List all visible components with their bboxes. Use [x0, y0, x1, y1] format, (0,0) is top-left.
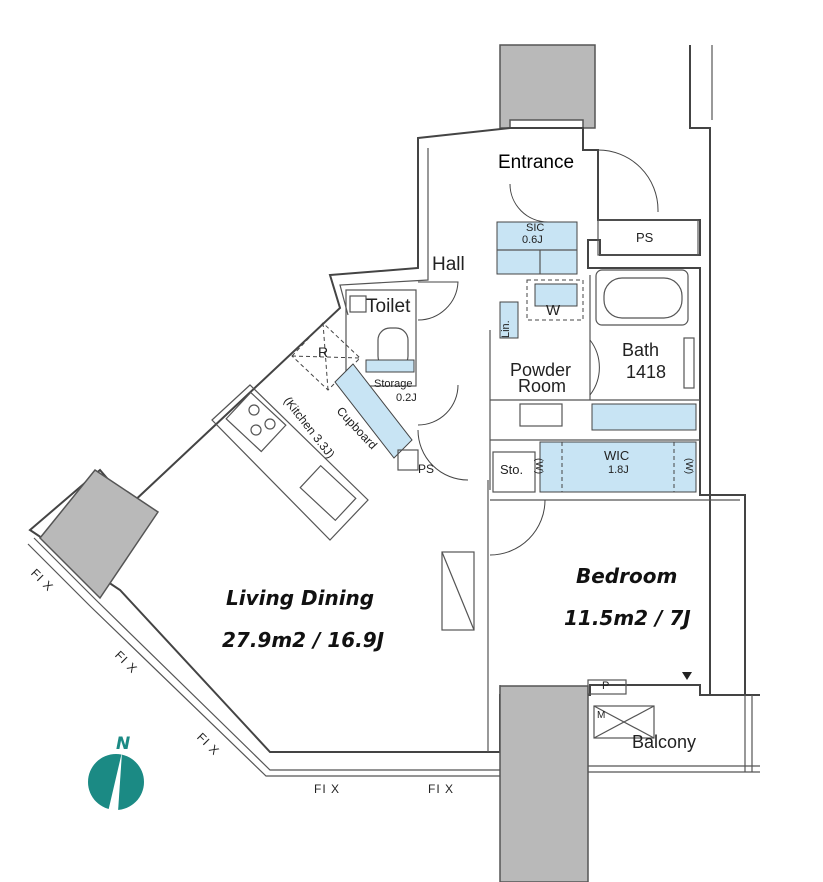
- label-washer: W: [546, 302, 561, 319]
- label-bath-size: 1418: [626, 362, 667, 382]
- kitchen-counter: [211, 384, 369, 541]
- label-fix-2: FI X: [112, 648, 141, 677]
- bath-shelf: [591, 403, 697, 431]
- label-wic-w-left: (W): [533, 458, 544, 475]
- ps-top-box: [597, 219, 699, 256]
- pillar-left: [38, 468, 160, 600]
- label-balcony: Balcony: [632, 732, 697, 752]
- label-fix-5: FI X: [428, 782, 455, 796]
- label-bedroom: Bedroom: [576, 564, 678, 588]
- label-entrance: Entrance: [498, 152, 575, 173]
- label-hall: Hall: [432, 254, 465, 275]
- label-wic: WIC: [604, 448, 630, 463]
- label-ps-small: PS: [418, 462, 435, 476]
- label-fix-4: FI X: [314, 782, 341, 796]
- label-kitchen: (Kitchen 3.3J): [280, 394, 338, 461]
- label-balcony-m: M: [597, 710, 606, 721]
- label-powder-room: Powder: [510, 360, 572, 380]
- label-balcony-p: P: [602, 680, 610, 692]
- label-wic-size: 1.8J: [608, 464, 629, 476]
- pillar-bottom: [499, 685, 589, 882]
- label-fix-1: FI X: [28, 566, 57, 595]
- washer-area: [526, 279, 584, 321]
- sic-cabinet: [496, 221, 578, 275]
- label-linen: Lin.: [500, 320, 512, 338]
- washer-sink: [534, 283, 578, 307]
- label-powder-room-2: Room: [518, 376, 567, 396]
- label-bath: Bath: [622, 340, 660, 360]
- label-wic-w-right: (W): [683, 458, 694, 475]
- kitchen-sink: [299, 464, 357, 522]
- wic-area: [539, 441, 697, 493]
- label-bedroom-area: 11.5m2 / 7J: [564, 606, 691, 630]
- sto-box: [492, 451, 536, 493]
- label-living-dining-area: 27.9m2 / 16.9J: [222, 628, 385, 652]
- balcony-unit: [593, 705, 655, 739]
- stove: [225, 391, 287, 453]
- direction-marker: [682, 672, 692, 680]
- label-sto: Sto.: [500, 462, 524, 477]
- label-sic: SIC: [526, 222, 545, 234]
- compass-label: N: [116, 734, 131, 754]
- label-refrigerator: R: [318, 344, 329, 360]
- label-living-dining: Living Dining: [226, 586, 375, 610]
- label-sic-size: 0.6J: [522, 234, 543, 246]
- label-storage: Storage: [374, 378, 413, 390]
- refrigerator: [291, 322, 361, 391]
- vanity-sink: [519, 403, 563, 427]
- label-fix-3: FI X: [194, 730, 223, 759]
- label-cupboard: Cupboard: [333, 404, 380, 453]
- label-ps-top: PS: [636, 230, 654, 245]
- label-storage-size: 0.2J: [396, 392, 417, 404]
- cupboard-cabinet: [334, 363, 413, 459]
- linen-cabinet: [499, 301, 519, 339]
- living-column: [441, 551, 475, 631]
- label-toilet: Toilet: [366, 296, 411, 317]
- bathtub: [603, 277, 683, 319]
